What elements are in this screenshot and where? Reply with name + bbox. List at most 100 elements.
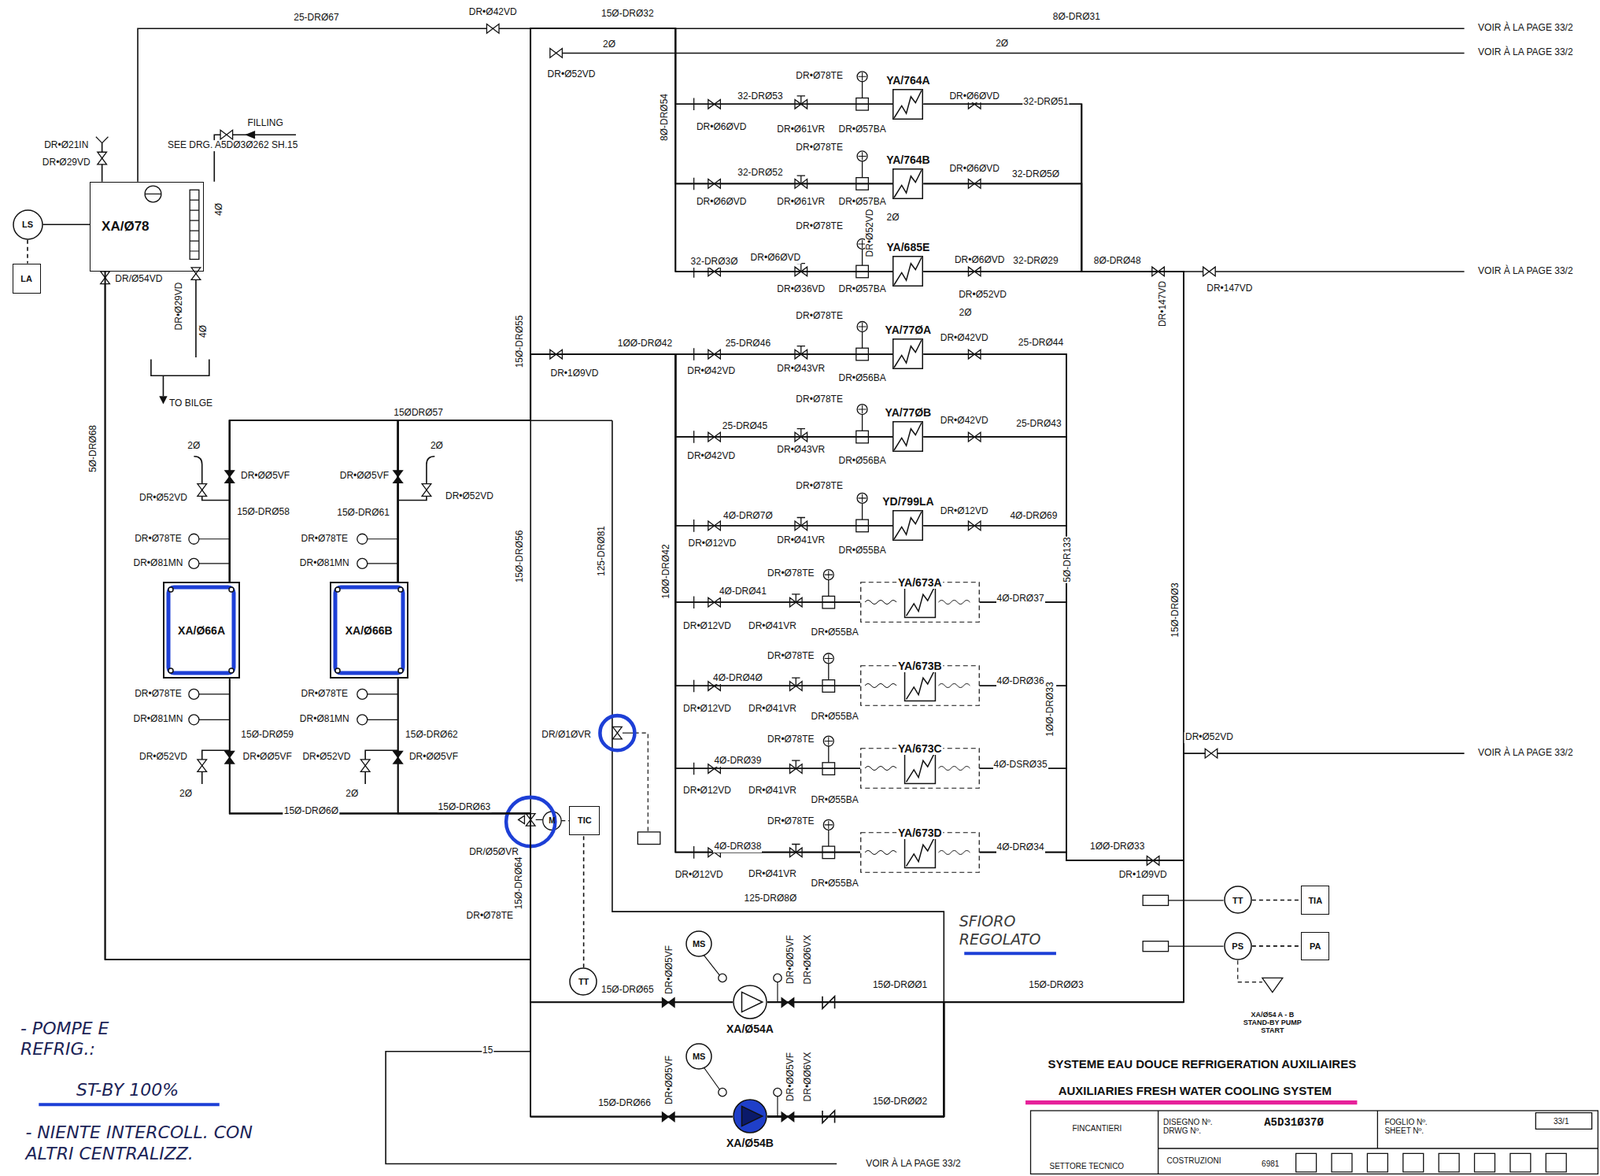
exchanger-coil: [906, 754, 935, 783]
thermometer-symbol: [188, 533, 200, 544]
pipe-line: [767, 354, 1184, 1002]
line-tag: DR•Ø12VD: [682, 785, 732, 797]
line-tag: DR•Ø42VD: [686, 365, 736, 377]
instrument-bubble: MS: [685, 1042, 713, 1070]
line-tag: DR•Ø6ØVD: [695, 121, 748, 134]
line-tag: 32-DRØ29: [1012, 255, 1059, 267]
highlight-outline: [335, 587, 403, 673]
line-tag: DR•Ø43VR: [775, 444, 826, 456]
instrument-circle: [1224, 932, 1252, 960]
heater-wave: [938, 766, 970, 771]
line-tag: DR•ØØ6VX: [802, 933, 814, 985]
line-tag: DR•Ø61VR: [775, 196, 826, 208]
line-tag: DR•Ø57BA: [837, 124, 887, 136]
line-tag: 15Ø-DRØ56: [514, 528, 526, 584]
line-tag: DR•ØØ5VF: [785, 1051, 797, 1102]
exchanger-coil: [894, 339, 922, 368]
line-tag: 1ØØ-DRØ33: [1045, 680, 1057, 737]
handwritten-note: - NIENTE INTERCOLL. CON ALTRI CENTRALIZZ…: [24, 1122, 281, 1164]
pump-symbol: XA/Ø54A: [732, 984, 768, 1020]
line-tag: 2Ø: [994, 38, 1009, 50]
node-label: TT: [578, 976, 589, 987]
line-tag: 4Ø-DRØ37: [996, 593, 1046, 605]
line-tag: 2Ø: [958, 307, 973, 319]
line-tag: 2Ø: [429, 440, 444, 452]
pipe-line: [767, 768, 1184, 1002]
line-tag: DR•Ø52VD: [1184, 732, 1235, 744]
line-tag: DR•Ø78TE: [766, 816, 816, 828]
line-tag: 5Ø-DR133: [1063, 535, 1075, 583]
instrument-leader: [1168, 900, 1224, 946]
pipe-line: [229, 28, 894, 582]
line-tag: DR•Ø42VD: [468, 7, 518, 19]
line-tag: DR•ØØ5VF: [664, 944, 676, 995]
line-tag: DR•Ø57BA: [837, 284, 887, 296]
pump-impeller: [741, 992, 762, 1013]
line-tag: 4Ø-DRØ39: [713, 755, 762, 767]
thermometer-symbol: [357, 533, 368, 544]
title-block-frame: [1030, 1110, 1599, 1174]
line-tag: DR•Ø78TE: [133, 533, 183, 545]
line-tag: 32-DRØ53: [736, 91, 784, 103]
instrument-box: TIA: [1300, 885, 1330, 914]
pressure-gauge: [357, 557, 368, 569]
line-tag: DR•ØØ5VF: [339, 471, 390, 483]
node-outline: [892, 421, 924, 452]
line-tag: DR•Ø41VR: [775, 535, 826, 547]
heater-wave: [938, 683, 970, 688]
signal-line: [583, 835, 585, 969]
motor-symbol: [718, 973, 727, 982]
motor-symbol: [718, 1087, 727, 1096]
line-tag: 25-DRØ46: [724, 338, 772, 350]
node-outline: [892, 255, 924, 287]
valve-symbol: [486, 23, 499, 34]
line-tag: DR•Ø78TE: [794, 142, 844, 154]
pipe-line: [767, 103, 1184, 1116]
pipe-line: [767, 602, 1184, 1116]
heater-wave: [864, 766, 897, 771]
cooler-box: XA/Ø66A: [162, 581, 240, 679]
line-tag: DR•Ø29VD: [173, 281, 185, 332]
vent-mark: [96, 136, 109, 144]
node-label: TIA: [1308, 895, 1323, 906]
line-tag: DR•1Ø9VD: [1118, 870, 1168, 882]
arrowhead: [244, 130, 255, 139]
motor-actuator: [543, 811, 562, 830]
heater-wave: [864, 683, 897, 688]
valve-symbol: [197, 759, 207, 773]
line-tag: 15Ø-DRØ55: [514, 314, 526, 370]
equipment-tag: YA/673D: [896, 826, 944, 839]
node-outline: [892, 509, 924, 541]
heater-wave: [938, 849, 970, 854]
pipe-line: [767, 525, 1184, 1117]
pipe-line: [767, 271, 1184, 1117]
line-tag: 5Ø-DRØ68: [88, 424, 100, 473]
exchanger-coil: [906, 588, 935, 617]
pipe-line: [767, 685, 1184, 1002]
pressure-gauge: [357, 714, 368, 725]
signal-line: [26, 240, 29, 264]
line-tag: 15Ø-DRØ6Ø: [283, 805, 340, 817]
instrument-leader: [704, 955, 778, 1117]
valve-symbol: [220, 129, 233, 140]
line-tag: DR•Ø61VR: [775, 124, 826, 136]
line-tag: DR•Ø43VR: [775, 363, 826, 375]
heater-wave: [864, 600, 897, 605]
line-tag: DR•Ø56BA: [837, 455, 887, 467]
line-tag: DR•Ø78TE: [300, 533, 350, 545]
instrument-box: TIC: [569, 805, 600, 835]
line-tag: DR•Ø78TE: [133, 688, 183, 700]
line-tag: DR•Ø78TE: [794, 394, 844, 406]
logic-symbol: [1262, 977, 1283, 992]
line-tag: DR•Ø52VD: [138, 492, 189, 504]
line-tag: DR•Ø41VR: [747, 703, 798, 715]
pipe-line: [767, 103, 1184, 1002]
equipment-tag: YA/77ØA: [883, 323, 934, 337]
line-tag: DR•Ø55BA: [837, 545, 887, 557]
line-tag: 4Ø-DRØ4Ø: [712, 672, 764, 684]
handwritten-underline: [964, 951, 1057, 955]
node-label: TIC: [577, 815, 592, 825]
equipment-tag: YA/77ØB: [883, 406, 934, 419]
level-gauge: [189, 189, 200, 259]
line-tag: 15Ø-DRØ66: [597, 1097, 652, 1109]
